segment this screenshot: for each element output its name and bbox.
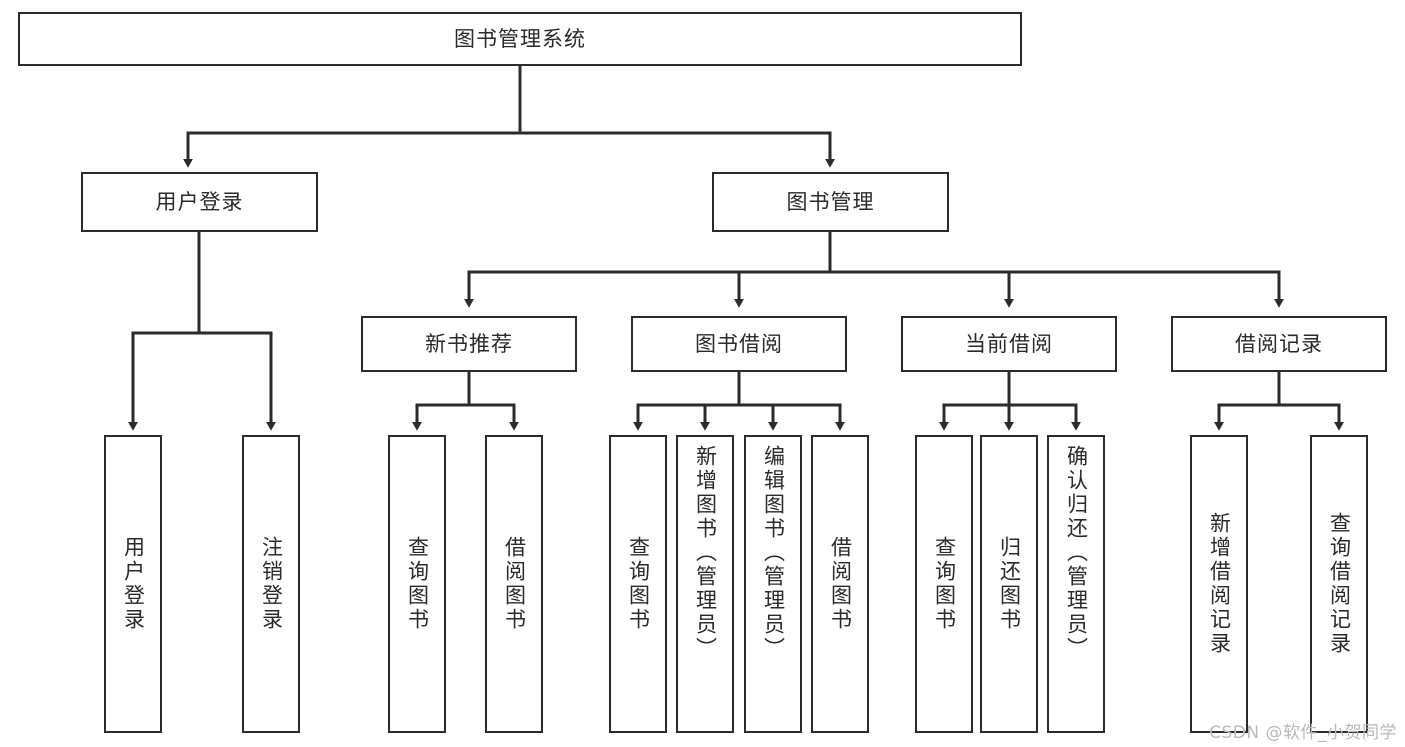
leaf-confirm-return-admin[interactable]: 确认归还（管理员） bbox=[1047, 435, 1105, 733]
leaf-borrow-book-recommend[interactable]: 借阅图书 bbox=[485, 435, 543, 733]
node-label: 新增借阅记录 bbox=[1207, 512, 1232, 656]
node-label: 借阅图书 bbox=[828, 536, 853, 632]
node-user-login[interactable]: 用户登录 bbox=[81, 172, 318, 232]
node-book-borrow[interactable]: 图书借阅 bbox=[631, 316, 847, 372]
leaf-query-borrow-record[interactable]: 查询借阅记录 bbox=[1310, 435, 1368, 733]
leaf-return-book[interactable]: 归还图书 bbox=[980, 435, 1038, 733]
node-new-book-recommend[interactable]: 新书推荐 bbox=[361, 316, 577, 372]
leaf-query-book-current[interactable]: 查询图书 bbox=[915, 435, 973, 733]
leaf-query-book-recommend[interactable]: 查询图书 bbox=[388, 435, 446, 733]
node-label: 图书管理系统 bbox=[454, 26, 586, 51]
node-label: 查询借阅记录 bbox=[1327, 512, 1352, 656]
node-current-borrow[interactable]: 当前借阅 bbox=[901, 316, 1117, 372]
node-label: 归还图书 bbox=[997, 536, 1022, 632]
leaf-edit-book-admin[interactable]: 编辑图书（管理员） bbox=[744, 435, 802, 733]
node-label: 编辑图书（管理员） bbox=[761, 445, 786, 661]
node-label: 用户登录 bbox=[121, 536, 146, 632]
node-label: 新增图书（管理员） bbox=[693, 445, 718, 661]
leaf-query-book-borrow[interactable]: 查询图书 bbox=[609, 435, 667, 733]
leaf-user-login[interactable]: 用户登录 bbox=[104, 435, 162, 733]
leaf-add-book-admin[interactable]: 新增图书（管理员） bbox=[676, 435, 734, 733]
node-root-system[interactable]: 图书管理系统 bbox=[18, 12, 1022, 66]
node-label: 注销登录 bbox=[259, 536, 284, 632]
node-label: 确认归还（管理员） bbox=[1064, 445, 1089, 661]
node-label: 当前借阅 bbox=[965, 331, 1053, 356]
leaf-borrow-book[interactable]: 借阅图书 bbox=[811, 435, 869, 733]
node-label: 借阅图书 bbox=[502, 536, 527, 632]
node-label: 查询图书 bbox=[626, 536, 651, 632]
node-borrow-record[interactable]: 借阅记录 bbox=[1171, 316, 1387, 372]
node-label: 图书管理 bbox=[786, 189, 875, 214]
leaf-user-logout[interactable]: 注销登录 bbox=[242, 435, 300, 733]
leaf-add-borrow-record[interactable]: 新增借阅记录 bbox=[1190, 435, 1248, 733]
node-label: 查询图书 bbox=[932, 536, 957, 632]
node-book-management[interactable]: 图书管理 bbox=[712, 172, 949, 232]
node-label: 用户登录 bbox=[155, 189, 244, 214]
node-label: 查询图书 bbox=[405, 536, 430, 632]
node-label: 新书推荐 bbox=[425, 331, 513, 356]
node-label: 借阅记录 bbox=[1235, 331, 1323, 356]
node-label: 图书借阅 bbox=[695, 331, 783, 356]
